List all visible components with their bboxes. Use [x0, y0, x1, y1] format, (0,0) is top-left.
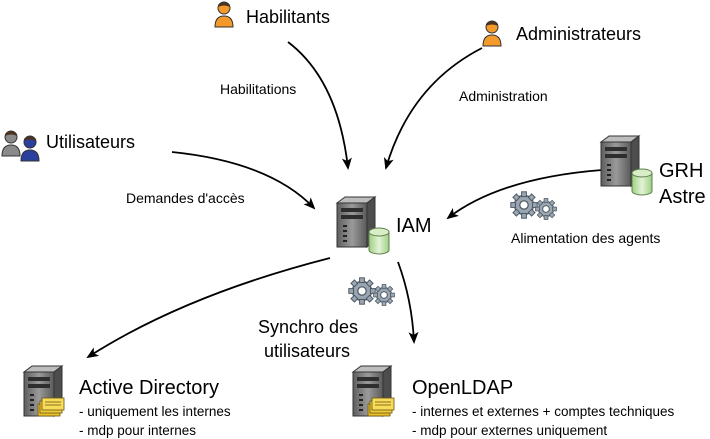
- ad-title: Active Directory: [79, 377, 219, 399]
- arrow-to-ldap: [397, 261, 419, 344]
- folder-icon: [367, 397, 395, 417]
- alimentation-label: Alimentation des agents: [511, 230, 660, 246]
- arrow-administration: [383, 47, 483, 170]
- administration-label: Administration: [459, 88, 548, 104]
- database-icon: [631, 168, 653, 196]
- iam-node: IAM: [336, 196, 432, 255]
- administrateurs-actor: Administrateurs: [482, 20, 641, 47]
- grh-label-line2: Astre: [659, 186, 706, 208]
- active-directory-node: Active Directory - uniquement les intern…: [23, 365, 231, 438]
- ad-note-2: - mdp pour internes: [79, 423, 196, 438]
- ldap-note-2: - mdp pour externes uniquement: [412, 423, 607, 438]
- gears-icon: [348, 277, 395, 306]
- ldap-note-1: - internes et externes + comptes techniq…: [412, 404, 675, 419]
- habilitations-label: Habilitations: [220, 81, 296, 97]
- synchro-label-line1: Synchro des: [258, 317, 358, 337]
- arrow-demandes: [171, 151, 316, 210]
- person-icon: [214, 1, 234, 28]
- arrow-to-ad: [86, 257, 331, 359]
- ldap-title: OpenLDAP: [412, 377, 513, 399]
- openldap-node: OpenLDAP - internes et externes + compte…: [352, 365, 675, 438]
- habitants-actor: Habilitants: [214, 1, 330, 28]
- person-icon: [20, 135, 40, 162]
- habitants-label: Habilitants: [246, 7, 330, 27]
- utilisateurs-actor: Utilisateurs: [1, 130, 135, 162]
- gears-icon: [510, 191, 557, 220]
- database-icon: [368, 227, 390, 255]
- grh-node: GRH Astre: [600, 135, 706, 208]
- iam-label: IAM: [396, 215, 432, 237]
- grh-label-line1: GRH: [659, 160, 703, 182]
- arrow-habilitations: [287, 41, 352, 170]
- administrateurs-label: Administrateurs: [516, 24, 641, 44]
- person-icon: [1, 130, 21, 157]
- ad-note-1: - uniquement les internes: [79, 404, 231, 419]
- person-icon: [482, 20, 502, 47]
- utilisateurs-label: Utilisateurs: [46, 132, 135, 152]
- arrow-alimentation: [446, 169, 603, 220]
- synchro-label-line2: utilisateurs: [264, 341, 350, 361]
- demandes-label: Demandes d'accès: [126, 190, 245, 206]
- folder-icon: [37, 397, 65, 417]
